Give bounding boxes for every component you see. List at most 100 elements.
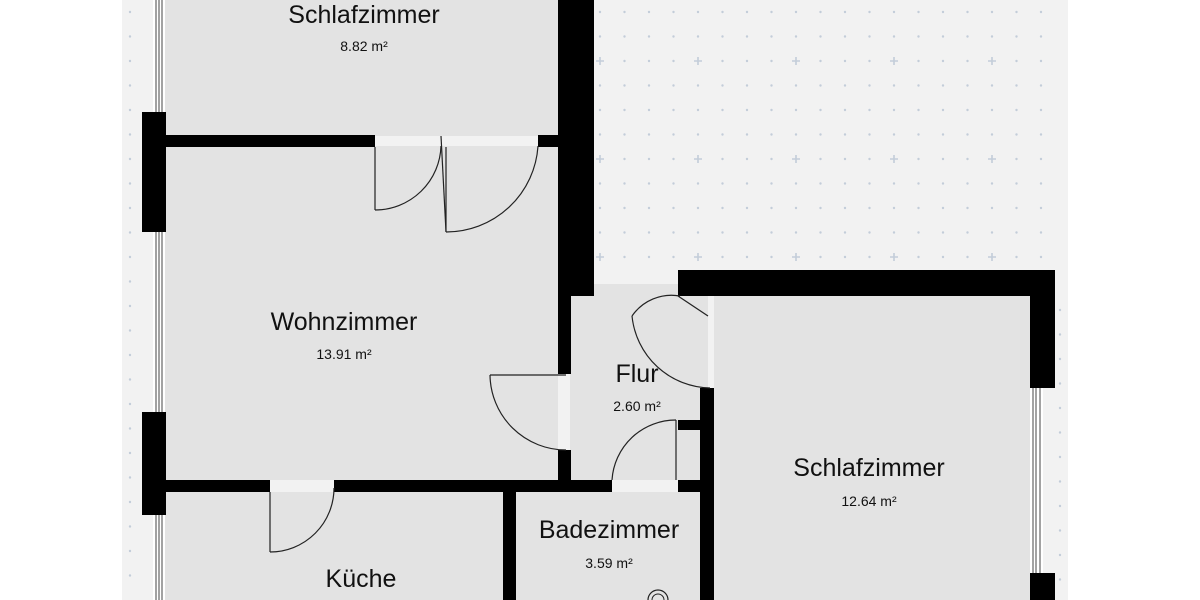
grid-dot [892, 35, 896, 38]
floor-kueche [165, 492, 503, 600]
grid-dot [819, 10, 822, 14]
grid-dot [598, 35, 602, 38]
grid-dot [1039, 157, 1043, 161]
grid-dot [843, 84, 847, 87]
grid-dot [721, 157, 724, 161]
windows [153, 0, 1043, 600]
grid-dot [843, 35, 847, 38]
grid-dot [843, 206, 847, 210]
grid-dot [966, 157, 969, 161]
door-arc-living-hall [489, 374, 567, 451]
grid-dot [1039, 206, 1043, 210]
grid-dot [990, 10, 994, 14]
grid-dot [128, 84, 132, 87]
grid-dot [794, 35, 798, 38]
grid-dot [721, 255, 724, 259]
grid-dot [128, 59, 132, 63]
grid-dot [623, 35, 626, 38]
door-leaf-bedroom-right-a [677, 295, 709, 317]
grid-dot [1039, 231, 1043, 234]
grid-dot [623, 59, 626, 63]
door-arc-hall-bath [611, 419, 677, 481]
grid-dot [1039, 84, 1043, 87]
grid-dot [966, 231, 969, 234]
grid-dot [917, 133, 920, 136]
grid-dot [721, 35, 724, 38]
grid-dot [819, 157, 822, 161]
grid-dot [966, 133, 969, 136]
grid-cross-mark [988, 57, 996, 65]
grid-cross-mark [890, 253, 898, 261]
room-area-flur: 2.60 m² [613, 398, 661, 414]
door-arc-kitchen [269, 487, 335, 553]
grid-dot [1039, 59, 1043, 63]
wall-left-pier-1 [142, 112, 166, 232]
grid-dot [647, 84, 651, 87]
grid-dot [966, 59, 969, 63]
grid-dot [819, 59, 822, 63]
grid-dot [1015, 157, 1018, 161]
door-arc-top-left [374, 145, 442, 211]
grid-dot [1015, 255, 1018, 259]
grid-dot [1015, 59, 1018, 63]
grid-dot [745, 108, 749, 112]
grid-dot [647, 133, 651, 136]
grid-dot [128, 329, 132, 332]
grid-dot [623, 10, 626, 14]
grid-dot [672, 35, 675, 38]
grid-dot [941, 231, 945, 234]
grid-dot [770, 108, 773, 112]
grid-cross-mark [694, 253, 702, 261]
grid-dot [770, 206, 773, 210]
grid-dot [623, 84, 626, 87]
room-name-wohnzimmer: Wohnzimmer [271, 308, 418, 336]
grid-dot [647, 255, 651, 259]
room-name-kueche: Küche [326, 565, 397, 593]
grid-dot [990, 206, 994, 210]
room-labels: Schlafzimmer 8.82 m² Wohnzimmer 13.91 m²… [271, 1, 945, 593]
grid-dot [128, 525, 132, 528]
grid-dot [966, 206, 969, 210]
grid-dot [868, 84, 871, 87]
room-name-flur: Flur [615, 360, 658, 388]
door-arc-bedroom-right [631, 315, 711, 389]
grid-dot [696, 84, 700, 87]
grid-dot [128, 108, 132, 112]
grid-cross-mark [988, 253, 996, 261]
grid-cross-mark [596, 155, 604, 163]
grid-dot [721, 231, 724, 234]
grid-dot [819, 206, 822, 210]
grid-dot [941, 206, 945, 210]
grid-dot [696, 35, 700, 38]
grid-dot [868, 255, 871, 259]
grid-dot [892, 108, 896, 112]
grid-dot [1058, 480, 1062, 483]
grid-dot [941, 35, 945, 38]
grid-dot [941, 157, 945, 161]
grid-dot [1058, 308, 1062, 312]
grid-dot [128, 427, 132, 430]
grid-dot [1058, 504, 1062, 508]
grid-dot [1058, 406, 1062, 410]
grid-dot [623, 231, 626, 234]
grid-cross-mark [792, 155, 800, 163]
grid-dot [745, 84, 749, 87]
wall-top-bedroom-south-a [165, 135, 375, 147]
grid-dot [770, 10, 773, 14]
grid-dot [794, 206, 798, 210]
grid-dot [1058, 382, 1062, 385]
grid-dot [1015, 35, 1018, 38]
grid-dot [819, 84, 822, 87]
wall-right-bedroom-corner [678, 270, 706, 296]
grid-dot [868, 59, 871, 63]
grid-dot [770, 231, 773, 234]
grid-dot [843, 157, 847, 161]
grid-dot [128, 157, 132, 161]
grid-dot [1039, 108, 1043, 112]
grid-cross-mark [596, 57, 604, 65]
grid-dot [819, 108, 822, 112]
grid-dot [868, 133, 871, 136]
grid-dot [917, 10, 920, 14]
grid-dot [917, 84, 920, 87]
room-area-schlafzimmer-right: 12.64 m² [841, 493, 897, 509]
